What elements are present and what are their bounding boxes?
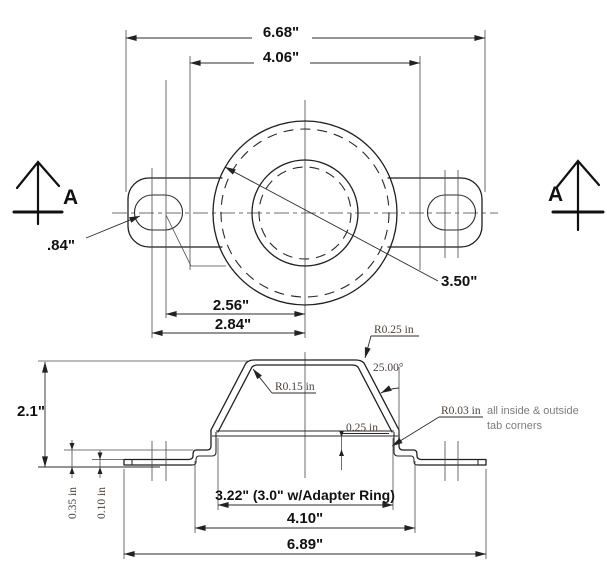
radius-top-inner: R0.15 in [252, 368, 316, 394]
dim-step: 0.25 in [339, 422, 389, 470]
right-tab-outline [387, 177, 483, 248]
dim-406-label: 4.06" [263, 49, 299, 66]
dim-flange-height: 0.35 in [67, 440, 79, 519]
bore-circle [251, 159, 359, 267]
tab-corner-radius: R0.03 in all inside & outside tab corner… [391, 405, 579, 447]
r003-label: R0.03 in [441, 405, 481, 417]
dim-height: 2.1" [17, 361, 48, 468]
section-label-left: A [63, 186, 78, 209]
tab-note-line2: tab corners [487, 420, 543, 432]
hat-inner-profile [217, 364, 393, 433]
dim-350-label: 3.50" [441, 273, 477, 290]
right-tab-slot [426, 194, 477, 231]
dim-tab-height: 0.10 in [96, 450, 108, 519]
dim-base-opening: 3.22" (3.0" w/Adapter Ring) [215, 487, 395, 508]
dim-256-label: 2.56" [213, 297, 249, 314]
dim-010-label: 0.10 in [96, 487, 108, 519]
dim-21-label: 2.1" [17, 403, 45, 420]
right-flange-outer [398, 429, 487, 466]
top-view: 6.68" 4.06" 2.56" 2.84" .84" 3.50" [12, 24, 605, 338]
dim-410-label: 4.10" [287, 510, 323, 527]
left-flange-outer [123, 429, 212, 466]
section-label-right: A [548, 183, 563, 206]
radius-top-outer: R0.25 in [364, 324, 419, 359]
wall-angle: 25.00° [373, 362, 404, 434]
dim-689-label: 6.89" [287, 536, 323, 553]
r025-label: R0.25 in [374, 324, 414, 336]
left-tab-slot [133, 194, 184, 231]
dim-284-label: 2.84" [215, 316, 251, 333]
dim-hole-spacing: 4.06" [189, 49, 421, 66]
section-arrow-right: A [548, 159, 605, 232]
dim-center-to-slot-far: 2.84" [151, 316, 306, 336]
section-arrow-left: A [12, 160, 78, 226]
dim-center-to-slot-near: 2.56" [165, 297, 306, 317]
dim-overall-width: 6.68" [125, 24, 486, 41]
dim-base-width: 4.10" [194, 510, 416, 531]
tab-note-line1: all inside & outside [487, 405, 579, 417]
outer-hidden-circle [220, 128, 390, 298]
outer-circle [212, 120, 398, 306]
dim-084-label: .84" [47, 237, 75, 254]
dim-outer-diameter: 3.50" [224, 166, 477, 290]
dim-668-label: 6.68" [263, 24, 299, 41]
r015-label: R0.15 in [275, 381, 315, 393]
dim-035-label: 0.35 in [67, 487, 79, 519]
bore-hidden-circle [258, 166, 352, 260]
dim-025-label: 0.25 in [346, 422, 378, 434]
side-view: 2.1" 0.35 in 0.10 in R0.15 in R0.25 in [17, 324, 579, 559]
angle-label: 25.00° [373, 362, 404, 374]
dim-322-label: 3.22" (3.0" w/Adapter Ring) [215, 487, 395, 503]
left-tab-outline [127, 177, 223, 248]
dim-slot-size: .84" [47, 214, 226, 267]
hat-outer-profile [210, 359, 400, 431]
dim-overall-width-side: 6.89" [123, 536, 487, 557]
